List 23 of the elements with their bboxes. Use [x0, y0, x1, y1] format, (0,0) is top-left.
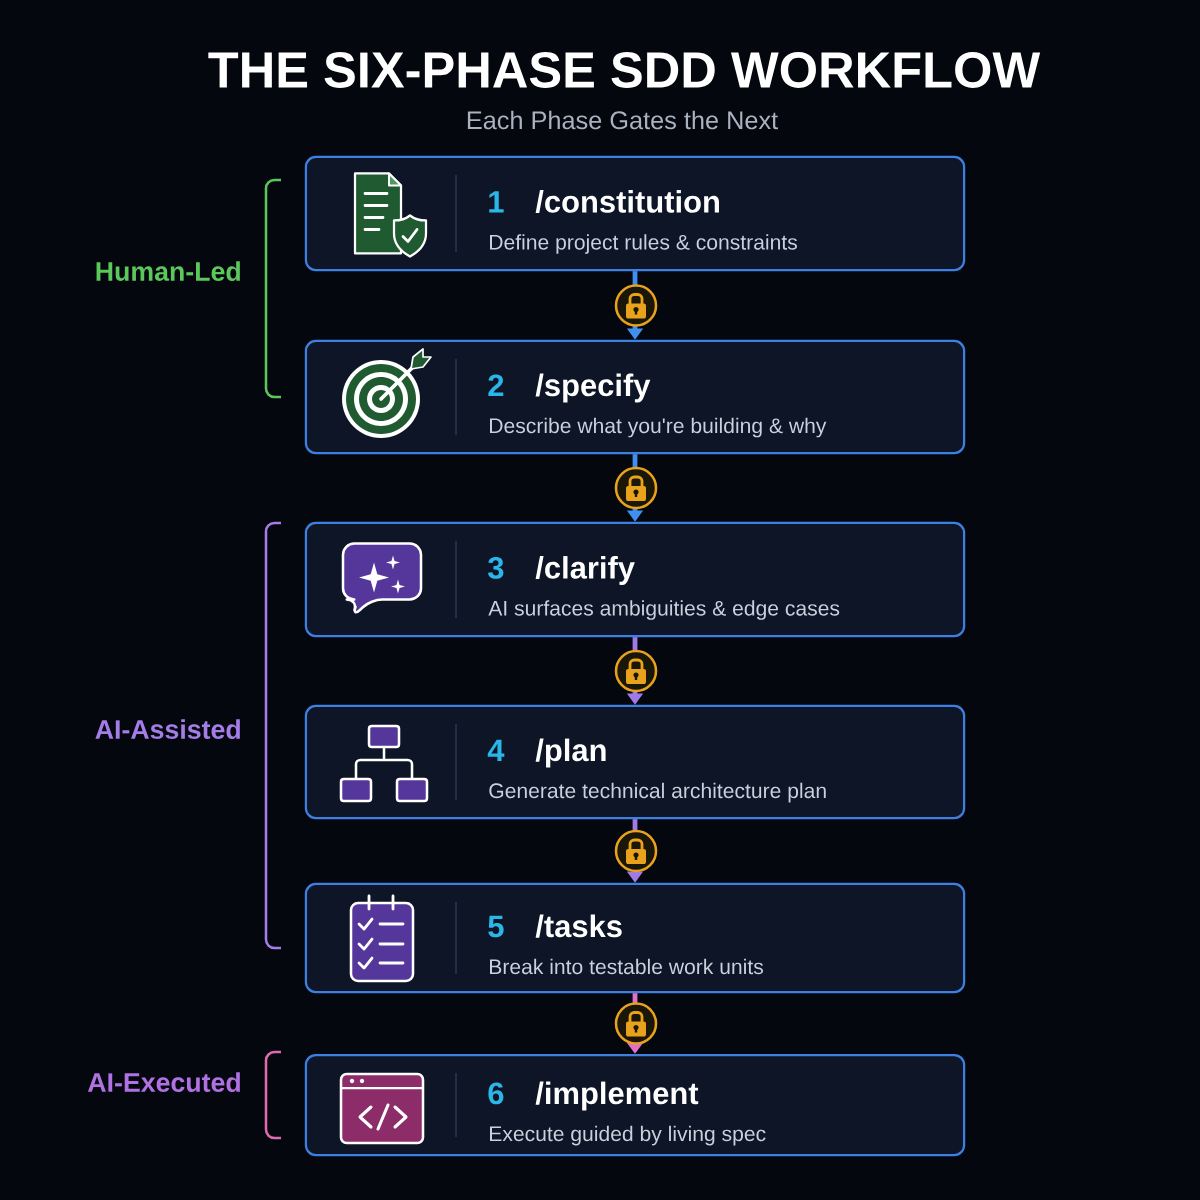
command-name: /tasks: [535, 914, 622, 938]
description: Generate technical architecture plan: [489, 782, 826, 803]
description: Define project rules & constraints: [490, 234, 797, 254]
command-name: /constitution: [535, 190, 719, 214]
step-number: 4: [487, 739, 505, 761]
command-name: /clarify: [535, 556, 635, 585]
description: AI surfaces ambiguities & edge cases: [488, 600, 840, 620]
step-number: 6: [488, 1082, 504, 1105]
group-label: AI-Assisted: [95, 719, 240, 739]
description: Describe what you're building & why: [490, 417, 827, 438]
group-label: AI-Executed: [87, 1072, 240, 1092]
command-name: /plan: [535, 738, 606, 768]
step-number: 3: [488, 556, 504, 579]
step-number: 5: [488, 915, 504, 938]
title: THE SIX-PHASE SDD WORKFLOW: [208, 52, 1041, 88]
command-name: /specify: [535, 373, 651, 403]
subtitle: Each Phase Gates the Next: [467, 110, 778, 130]
description: Break into testable work units: [490, 958, 763, 975]
step-number: 2: [488, 374, 504, 396]
description: Execute guided by living spec: [490, 1125, 766, 1146]
step-number: 1: [489, 191, 504, 213]
command-name: /implement: [535, 1081, 699, 1111]
group-label: Human-Led: [96, 261, 240, 281]
